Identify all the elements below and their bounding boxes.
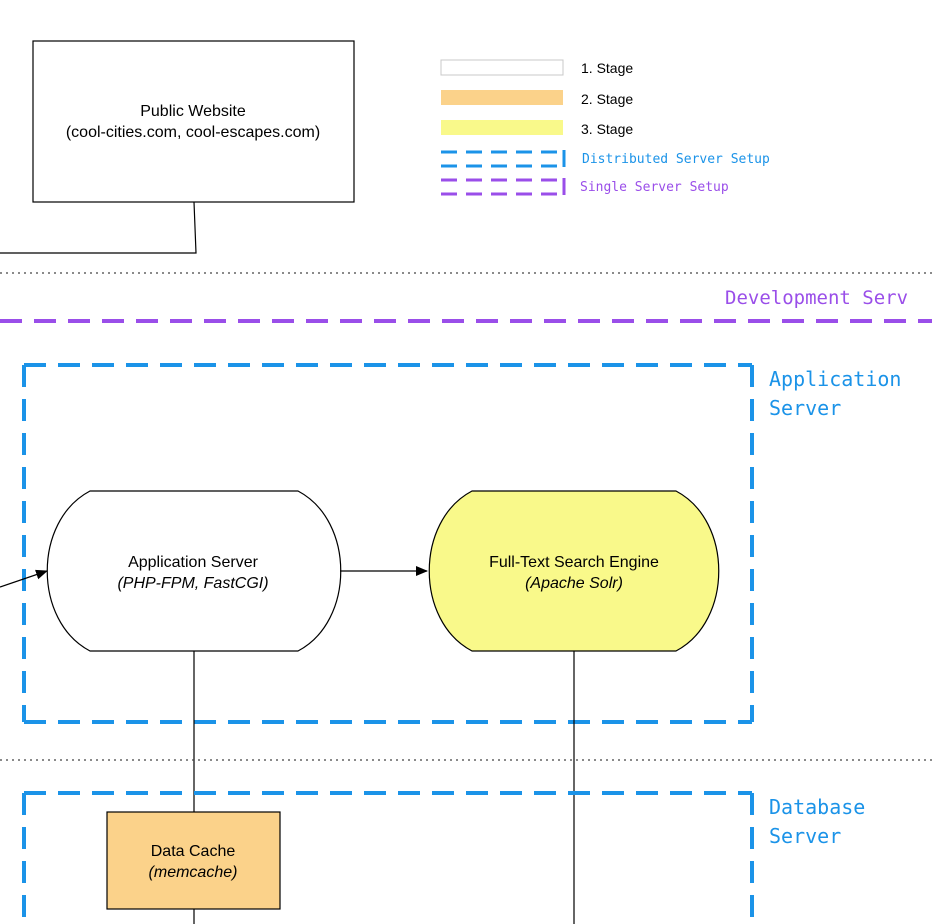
legend-stage1-label: 1. Stage xyxy=(581,60,633,76)
legend-single-swatch xyxy=(441,178,563,196)
legend-distributed-swatch xyxy=(441,150,563,168)
public-website-subtitle: (cool-cities.com, cool-escapes.com) xyxy=(66,124,320,141)
database-zone-label-line2: Server xyxy=(769,824,841,848)
application-server-title: Application Server xyxy=(128,554,259,571)
data-cache-box xyxy=(106,811,281,910)
application-zone-label-line1: Application xyxy=(769,367,901,391)
search-engine-subtitle: (Apache Solr) xyxy=(525,575,623,592)
public-website-connector xyxy=(0,201,197,254)
application-server-node xyxy=(46,490,342,652)
legend-stage2-swatch xyxy=(441,90,563,105)
legend-stage2-label: 2. Stage xyxy=(581,91,633,107)
legend-single-label: Single Server Setup xyxy=(580,180,729,195)
legend-stage3-swatch xyxy=(441,120,563,135)
legend: 1. Stage 2. Stage 3. Stage Distributed S… xyxy=(440,59,770,196)
public-website-box xyxy=(32,40,355,203)
search-engine-node xyxy=(428,490,720,652)
data-cache-subtitle: (memcache) xyxy=(149,864,238,881)
database-zone-border xyxy=(22,791,754,924)
arrow-into-application-server xyxy=(0,569,48,588)
public-website-title: Public Website xyxy=(140,103,246,120)
search-engine-title: Full-Text Search Engine xyxy=(489,554,659,571)
development-server-label: Development Serv xyxy=(725,287,908,309)
legend-stage3-label: 3. Stage xyxy=(581,121,633,137)
legend-stage1-swatch xyxy=(440,59,564,76)
data-cache-title: Data Cache xyxy=(151,843,236,860)
application-zone-border xyxy=(22,363,754,724)
database-zone-label-line1: Database xyxy=(769,795,865,819)
application-server-subtitle: (PHP-FPM, FastCGI) xyxy=(117,575,268,592)
application-zone-label-line2: Server xyxy=(769,396,841,420)
legend-distributed-label: Distributed Server Setup xyxy=(582,152,770,167)
